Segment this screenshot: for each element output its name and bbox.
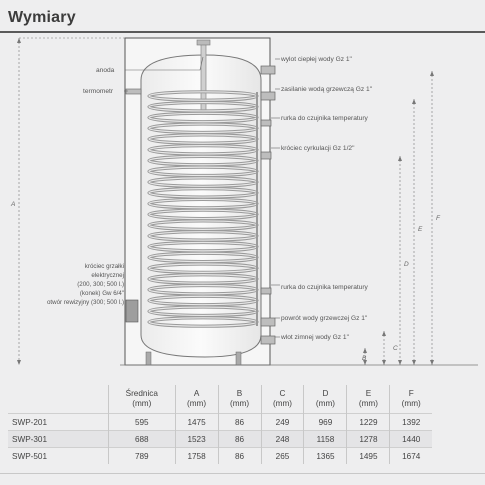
label-anoda: anoda: [96, 67, 115, 74]
table-cell: 688: [108, 430, 176, 448]
model-cell: SWP-501: [8, 447, 109, 464]
anode-cap: [196, 39, 211, 46]
table-cell: 1278: [346, 430, 390, 448]
heater-socket: [125, 299, 139, 323]
dim-label-c: C: [393, 345, 398, 352]
table-cell: 969: [303, 413, 347, 431]
table-cell: 789: [108, 447, 176, 464]
connector-circulation: [260, 151, 272, 160]
table-cell: 1365: [303, 447, 347, 464]
label-sensor-lower: rurka do czujnika temperatury: [281, 284, 369, 291]
table-cell: 248: [260, 430, 304, 448]
table-header-cell: B(mm): [217, 385, 261, 414]
label-termometr: termometr: [83, 88, 114, 95]
table-cell: 265: [260, 447, 304, 464]
page-title: Wymiary: [8, 9, 76, 26]
dimension-lines: [18, 37, 433, 365]
table-row: SWP-501 789 1758 86 265 1365 1495 1674: [8, 447, 432, 464]
connector-heating-supply: [260, 91, 276, 101]
table-cell: 1440: [389, 430, 432, 448]
label-heater-line3: (200, 300; 500 l.): [77, 281, 124, 288]
foot-right: [235, 351, 242, 366]
foot-left: [145, 351, 152, 366]
model-cell: SWP-301: [8, 430, 109, 448]
table-cell: 1674: [389, 447, 432, 464]
table-header-cell: A(mm): [174, 385, 219, 414]
heating-coil: [147, 90, 259, 328]
table-cell: 595: [108, 413, 176, 431]
table-cell: 1523: [174, 430, 219, 448]
thermometer-socket: [125, 88, 142, 95]
table-header-cell: E(mm): [346, 385, 390, 414]
table-cell: 86: [217, 413, 261, 431]
table-row: SWP-301 688 1523 86 248 1158 1278 1440: [8, 430, 432, 448]
dimensions-table: Średnica(mm) A(mm) B(mm) C(mm) D(mm) E(m…: [8, 385, 432, 464]
model-cell: SWP-201: [8, 413, 109, 431]
table-cell: 1475: [174, 413, 219, 431]
table-cell: 1495: [346, 447, 390, 464]
connectors-right: [260, 65, 276, 345]
label-circulation: króciec cyrkulacji Gz 1/2": [281, 145, 355, 152]
table-header-cell: C(mm): [260, 385, 304, 414]
table-header-cell: Średnica(mm): [108, 385, 176, 414]
table-bottom-rule: [0, 473, 485, 474]
dim-label-b: B: [362, 355, 367, 362]
table-cell: 1392: [389, 413, 432, 431]
table-header-cell: [8, 385, 109, 414]
table-cell: 86: [217, 430, 261, 448]
table-cell: 1229: [346, 413, 390, 431]
table-header-row: Średnica(mm) A(mm) B(mm) C(mm) D(mm) E(m…: [8, 385, 432, 414]
label-heating-return: powrót wody grzewczej Gz 1": [281, 315, 368, 322]
label-heater-line1: króciec grzałki: [85, 263, 124, 270]
table-cell: 86: [217, 447, 261, 464]
label-heater-line2: elektrycznej: [91, 272, 124, 279]
label-hot-water-outlet: wylot ciepłej wody Gz 1": [280, 56, 353, 63]
dim-label-a: A: [10, 201, 15, 208]
tank-diagram: anoda termometr wylot ciepłej wody Gz 1"…: [10, 37, 478, 366]
dim-label-f: F: [436, 215, 441, 222]
dim-label-e: E: [418, 226, 423, 233]
connector-heating-return: [260, 317, 276, 327]
leader-lines: [124, 56, 280, 338]
label-sensor-upper: rurka do czujnika temperatury: [281, 115, 369, 122]
dim-label-d: D: [404, 261, 409, 268]
dimension-arrows: [17, 38, 434, 365]
connector-hot-water-outlet: [260, 65, 276, 75]
connector-sensor-upper: [260, 119, 272, 127]
table-header-cell: F(mm): [389, 385, 432, 414]
label-inspection-opening: otwór rewizyjny (300; 500 l.): [47, 299, 124, 306]
connector-sensor-lower: [260, 287, 272, 295]
label-heating-supply: zasilanie wodą grzewczą Gz 1": [281, 86, 373, 93]
table-row: SWP-201 595 1475 86 249 969 1229 1392: [8, 413, 432, 431]
table-cell: 1158: [303, 430, 347, 448]
table-cell: 249: [260, 413, 304, 431]
label-cold-water-inlet: wlot zimnej wody Gz 1": [280, 334, 350, 341]
label-heater-line4: (konek) Gw 6/4": [80, 290, 124, 297]
connector-cold-water-inlet: [260, 335, 276, 345]
table-header-cell: D(mm): [303, 385, 347, 414]
table-cell: 1758: [174, 447, 219, 464]
title-divider: [0, 31, 485, 33]
